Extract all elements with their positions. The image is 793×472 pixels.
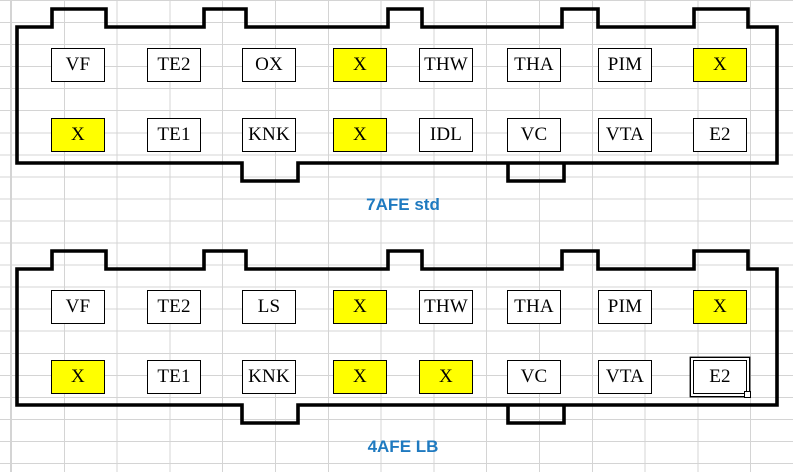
pin-box[interactable]: TE1 — [147, 360, 201, 394]
connector-caption: 7AFE std — [366, 195, 440, 214]
pin-box[interactable]: THA — [507, 290, 561, 324]
pin-box[interactable]: VTA — [598, 118, 652, 152]
pin-box[interactable]: TE2 — [147, 290, 201, 324]
pin-box[interactable]: VTA — [598, 360, 652, 394]
pin-box[interactable]: TE2 — [147, 48, 201, 82]
pin-box[interactable]: PIM — [598, 290, 652, 324]
pin-box[interactable]: VC — [507, 360, 561, 394]
pin-box[interactable]: PIM — [598, 48, 652, 82]
pin-box[interactable]: X — [419, 360, 473, 394]
connector-shell-outline — [15, 7, 779, 183]
pin-box[interactable]: VF — [51, 48, 105, 82]
pin-box[interactable]: KNK — [242, 118, 296, 152]
pin-box[interactable]: E2 — [693, 118, 747, 152]
pin-box[interactable]: X — [333, 48, 387, 82]
pin-box[interactable]: IDL — [419, 118, 473, 152]
pin-box[interactable]: TE1 — [147, 118, 201, 152]
pin-box[interactable]: LS — [242, 290, 296, 324]
pin-box[interactable]: X — [51, 118, 105, 152]
pin-box-selected[interactable]: E2 — [693, 360, 751, 398]
pin-box[interactable]: KNK — [242, 360, 296, 394]
pin-box[interactable]: X — [333, 360, 387, 394]
pin-box[interactable]: X — [51, 360, 105, 394]
pin-box[interactable]: X — [333, 290, 387, 324]
pin-box[interactable]: THW — [419, 290, 473, 324]
connector-shell-outline — [15, 249, 779, 425]
pin-box[interactable]: X — [333, 118, 387, 152]
pin-box[interactable]: THW — [419, 48, 473, 82]
pin-box[interactable]: VC — [507, 118, 561, 152]
pin-box[interactable]: VF — [51, 290, 105, 324]
connector-caption: 4AFE LB — [367, 437, 439, 456]
pin-box[interactable]: X — [693, 48, 747, 82]
pin-box[interactable]: X — [693, 290, 747, 324]
pin-box[interactable]: OX — [242, 48, 296, 82]
pin-box[interactable]: THA — [507, 48, 561, 82]
